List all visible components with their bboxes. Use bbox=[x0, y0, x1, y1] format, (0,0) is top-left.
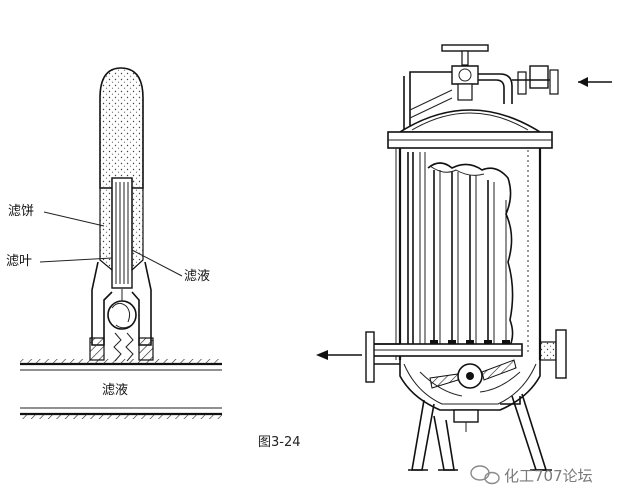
side-flange-right bbox=[555, 329, 567, 379]
fitting-nut-left bbox=[89, 337, 105, 361]
leaf-detail-drawing: 滤饼 滤叶 滤液 滤液 bbox=[6, 67, 222, 419]
handwheel bbox=[441, 44, 489, 52]
leg-left bbox=[411, 399, 435, 471]
fitting-nut-right bbox=[138, 337, 154, 361]
top-valve bbox=[451, 65, 479, 85]
watermark: 化工707论坛 bbox=[470, 465, 593, 485]
label-filter-leaf: 滤叶 bbox=[6, 254, 32, 269]
filter-cake-body bbox=[99, 67, 144, 189]
filtrate-pipe bbox=[20, 359, 222, 419]
filter-leaf-core bbox=[111, 177, 133, 289]
watermark-text: 化工707论坛 bbox=[504, 467, 593, 485]
filter-leaves bbox=[407, 152, 510, 350]
cutaway-edge bbox=[427, 162, 514, 351]
label-filter-cake: 滤饼 bbox=[8, 204, 34, 219]
inlet-valve bbox=[529, 65, 549, 89]
label-filtrate-pipe: 滤液 bbox=[102, 383, 128, 398]
leader-filter-leaf bbox=[39, 257, 113, 263]
filter-vessel-drawing bbox=[316, 44, 612, 471]
outlet-flange bbox=[365, 331, 375, 383]
leader-filter-cake bbox=[43, 211, 105, 227]
leader-filtrate bbox=[131, 249, 183, 277]
figure-caption: 图3-24 bbox=[258, 435, 301, 450]
vessel-lid bbox=[397, 109, 543, 133]
leg-right bbox=[511, 393, 548, 471]
bottom-drain bbox=[453, 409, 479, 423]
wechat-logo-icon bbox=[470, 465, 500, 485]
label-filtrate-side: 滤液 bbox=[184, 269, 210, 284]
leaf-check-ball bbox=[107, 300, 137, 330]
leg-center bbox=[433, 415, 455, 471]
